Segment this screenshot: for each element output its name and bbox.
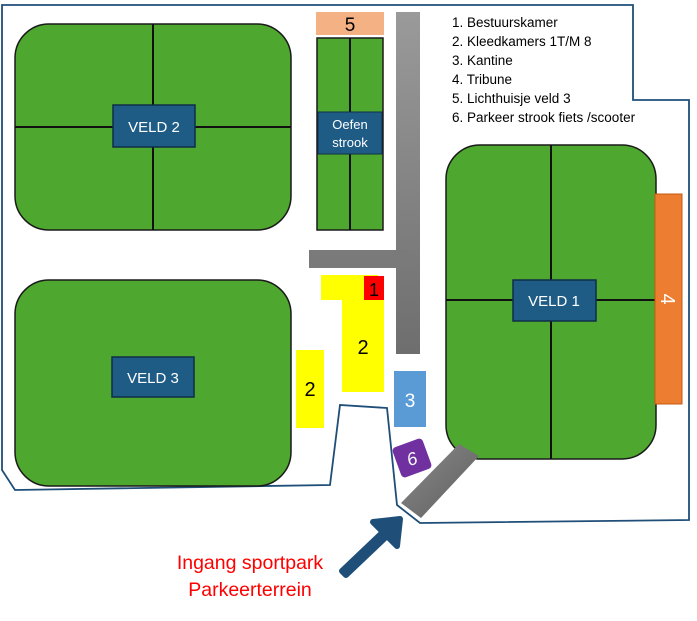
marker-2-b: 2 xyxy=(357,337,368,359)
veld-2-label: VELD 2 xyxy=(128,119,180,136)
building-3-kantine xyxy=(394,371,426,427)
marker-1: 1 xyxy=(369,280,379,300)
entrance-label-line1: Ingang sportpark xyxy=(177,552,324,574)
oefen-label-line2: strook xyxy=(332,135,368,150)
legend-item-2: 2. Kleedkamers 1T/M 8 xyxy=(452,34,592,49)
entrance-label-line2: Parkeerterrein xyxy=(188,579,312,601)
marker-5: 5 xyxy=(345,15,356,36)
path-vertical xyxy=(396,12,420,354)
marker-4: 4 xyxy=(656,293,678,304)
veld-1-label-box xyxy=(512,279,597,322)
site-boundary xyxy=(1,4,690,524)
path-diagonal xyxy=(401,444,479,518)
legend-item-4: 4. Tribune xyxy=(452,72,512,87)
building-2-kleedkamers-a xyxy=(296,350,324,428)
legend-item-1: 1. Bestuurskamer xyxy=(452,15,558,30)
path-horizontal xyxy=(309,250,409,268)
entrance-arrow-icon xyxy=(339,516,403,578)
building-4-tribune xyxy=(654,193,683,405)
marker-3: 3 xyxy=(405,391,416,412)
veld-3-label-box xyxy=(111,356,195,398)
oefen-label-line1: Oefen xyxy=(332,117,367,132)
building-2-kleedkamers-b xyxy=(321,275,384,392)
legend: 1. Bestuurskamer 2. Kleedkamers 1T/M 8 3… xyxy=(452,15,636,125)
marker-2-a: 2 xyxy=(304,379,315,401)
legend-item-5: 5. Lichthuisje veld 3 xyxy=(452,91,571,106)
veld-1-label: VELD 1 xyxy=(528,293,580,310)
building-6-parkeerstrook xyxy=(392,438,432,478)
legend-item-3: 3. Kantine xyxy=(452,53,513,68)
building-5-lichthuisje xyxy=(316,12,384,35)
veld-3-label: VELD 3 xyxy=(127,370,179,387)
legend-item-6: 6. Parkeer strook fiets /scooter xyxy=(452,110,636,125)
veld-2-label-box xyxy=(112,104,196,148)
building-1-bestuurskamer xyxy=(364,276,384,300)
oefen-label-box xyxy=(317,111,383,155)
